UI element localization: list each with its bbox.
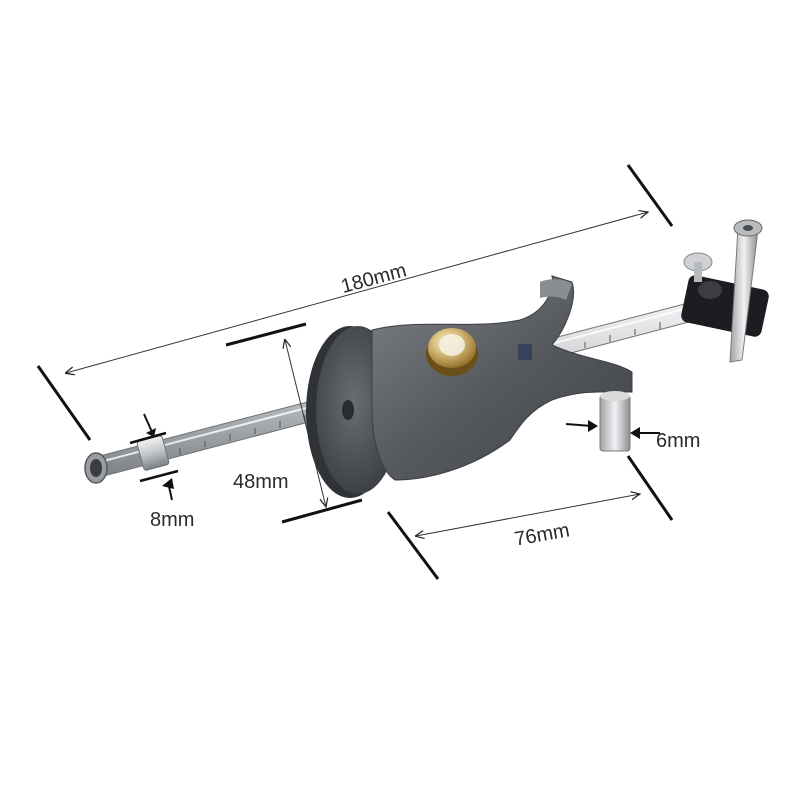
length-dimension bbox=[36, 164, 674, 441]
brass-thumb-knob bbox=[426, 328, 478, 376]
label-6mm: 6mm bbox=[656, 430, 700, 452]
cutter-head bbox=[681, 219, 769, 363]
pin-diameter-dimension bbox=[565, 420, 660, 439]
dimension-annotations bbox=[36, 164, 674, 580]
foot-spacing-dimension bbox=[386, 455, 674, 580]
fence-diameter-dimension bbox=[225, 322, 363, 524]
rod-diameter-dimension bbox=[129, 413, 179, 501]
label-8mm: 8mm bbox=[150, 509, 194, 531]
brand-logo bbox=[518, 344, 532, 360]
label-48mm: 48mm bbox=[233, 471, 289, 493]
